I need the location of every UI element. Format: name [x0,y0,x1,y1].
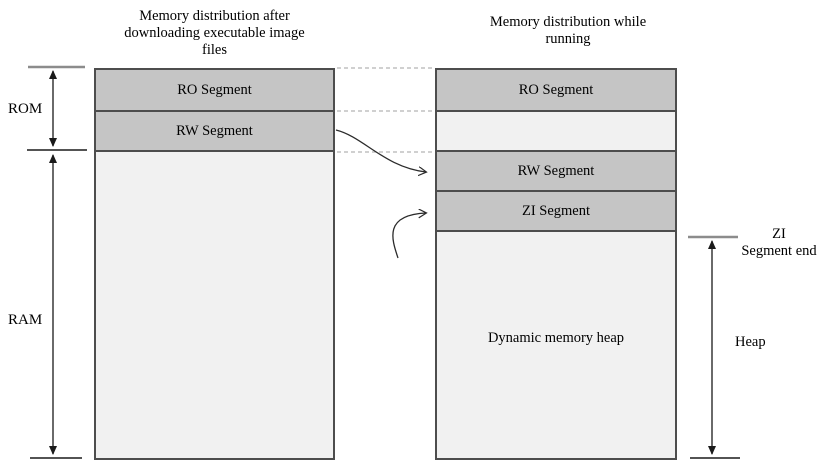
segment-free-left [96,152,333,458]
zi-mapping-arrow [392,213,426,259]
segment-rw-left: RW Segment [96,112,333,152]
segment-label: ZI Segment [521,202,591,219]
segment-ro-right: RO Segment [437,70,675,112]
segment-ro-left: RO Segment [96,70,333,112]
right-column-title: Memory distribution while running [489,14,647,47]
segment-label: RO Segment [518,81,594,98]
ram-label: RAM [8,312,43,328]
memory-column-image-file: RO Segment RW Segment [94,68,335,460]
segment-label: RO Segment [177,81,252,98]
rom-label: ROM [8,101,43,117]
memory-column-running: RO Segment RW Segment ZI Segment Dynamic… [435,68,677,460]
heap-label: Heap [735,334,766,350]
zi-segment-end-label: ZI Segment end [733,226,825,260]
segment-rw-right: RW Segment [437,152,675,192]
segment-gap-right [437,112,675,152]
segment-heap-right: Dynamic memory heap [437,232,675,458]
segment-label: RW Segment [176,122,253,139]
zi-segment-end-line1: ZI [772,226,786,242]
segment-zi-right: ZI Segment [437,192,675,232]
segment-label: Dynamic memory heap [487,329,625,346]
left-column-title: Memory distribution after downloading ex… [124,8,305,58]
rw-mapping-arrow [335,129,426,172]
zi-segment-end-line2: Segment end [741,243,817,259]
segment-label: RW Segment [517,162,595,179]
